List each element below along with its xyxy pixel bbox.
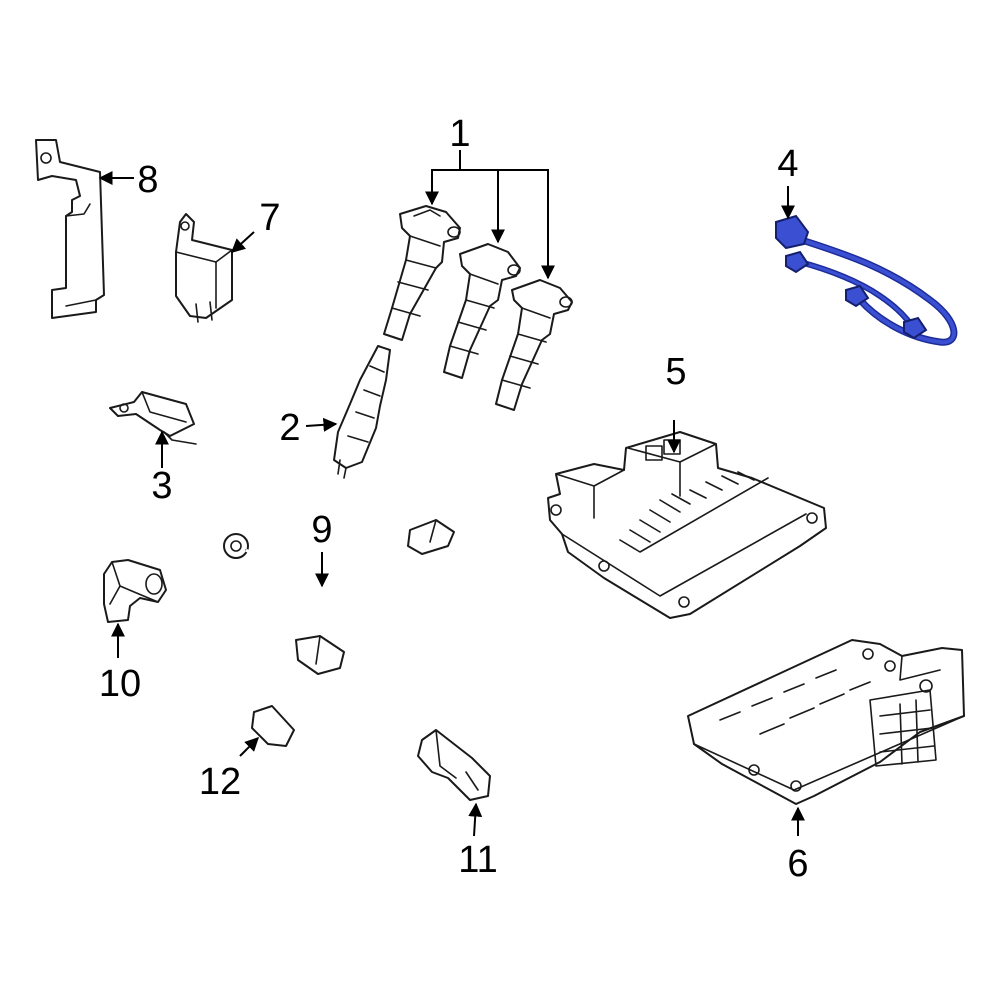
leader-lines [98, 150, 805, 837]
part-1-ignition-coil-b[interactable] [443, 243, 521, 379]
callout-11[interactable]: 11 [458, 839, 497, 881]
callout-8[interactable]: 8 [137, 159, 158, 201]
part-6-tray[interactable] [687, 639, 965, 805]
part-10-sensor[interactable] [103, 559, 167, 623]
callout-10[interactable]: 10 [99, 663, 141, 705]
part-4-wiring-harness[interactable] [775, 214, 958, 346]
part-1-ignition-coil-a[interactable] [383, 205, 461, 341]
part-3-sensor[interactable] [109, 391, 197, 445]
part-8-bracket[interactable] [35, 139, 105, 319]
callout-12[interactable]: 12 [199, 761, 241, 803]
part-2-spark-plug[interactable] [333, 345, 391, 479]
callout-3[interactable]: 3 [151, 465, 172, 507]
callout-7[interactable]: 7 [259, 197, 280, 239]
part-1-ignition-coil-c[interactable] [495, 279, 573, 411]
part-9-knock-sensor[interactable] [223, 519, 455, 592]
part-7-relay[interactable] [175, 213, 233, 323]
callout-labels: 1 2 3 4 5 6 7 8 9 10 11 12 [99, 113, 809, 885]
callout-6[interactable]: 6 [787, 843, 808, 885]
callout-1[interactable]: 1 [449, 113, 470, 155]
callout-5[interactable]: 5 [665, 351, 686, 393]
part-12-oxygen-sensor[interactable] [202, 621, 345, 747]
callout-2[interactable]: 2 [279, 407, 300, 449]
part-11-sensor[interactable] [417, 729, 491, 801]
callout-9[interactable]: 9 [311, 509, 332, 551]
callout-4[interactable]: 4 [777, 143, 798, 185]
part-5-engine-control-module[interactable] [547, 431, 827, 619]
